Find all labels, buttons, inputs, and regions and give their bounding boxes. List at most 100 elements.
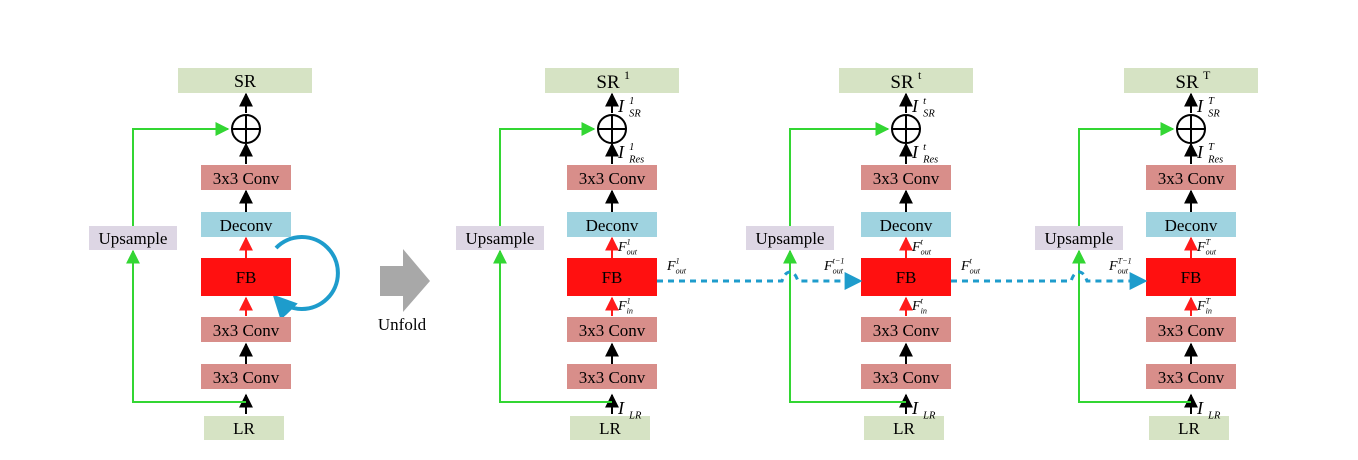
deconv-label: Deconv: [220, 216, 273, 235]
conv-mid-label: 3x3 Conv: [873, 321, 940, 340]
f-in-label-sub: in: [627, 307, 633, 316]
sr-label: SR T: [1175, 68, 1211, 93]
conv-mid-label: 3x3 Conv: [1158, 321, 1225, 340]
feedback-link-1: [657, 270, 863, 290]
unfold-arrow: Unfold: [378, 249, 430, 334]
i-res-label-base: I: [911, 142, 919, 162]
conv-mid-box: [1146, 317, 1236, 342]
i-res-label-sup: T: [1208, 142, 1215, 153]
upsample-label: Upsample: [466, 229, 535, 248]
lr-label: LR: [233, 419, 255, 438]
conv-mid-box: [567, 317, 657, 342]
unfold-arrow-icon: [380, 249, 430, 312]
f-out-label-sup: 1: [627, 238, 631, 247]
fb-box: [861, 258, 951, 296]
f-out-label-sup: t: [921, 238, 924, 247]
unfold-label: Unfold: [378, 315, 427, 334]
lr-label: LR: [893, 419, 915, 438]
conv-mid-box: [861, 317, 951, 342]
sr-text: SR: [596, 72, 620, 93]
deconv-label: Deconv: [586, 216, 639, 235]
green-lr-to-upsample: [1072, 249, 1191, 403]
green-upsample-to-add: [499, 122, 596, 226]
fb-box: [201, 258, 291, 296]
sr-sup: T: [1203, 68, 1211, 82]
conv-top-label: 3x3 Conv: [213, 169, 280, 188]
i-sr-label-base: I: [911, 96, 919, 116]
i-lr-label-base: I: [617, 398, 625, 418]
i-res-label-base: I: [617, 142, 625, 162]
link-out-label-sub: out: [970, 267, 981, 276]
sr-box: [178, 68, 312, 93]
fb-label: FB: [602, 268, 623, 287]
conv-bot-box: [201, 364, 291, 389]
lr-box: [570, 416, 650, 440]
f-out-label-base: F: [617, 240, 627, 255]
conv-bot-box: [567, 364, 657, 389]
green-lr-to-upsample: [126, 249, 246, 403]
upsample-box: [1035, 226, 1123, 250]
conv-bot-label: 3x3 Conv: [873, 368, 940, 387]
i-sr-label-sub: SR: [629, 109, 641, 120]
i-sr-label-sub: SR: [1208, 109, 1220, 120]
conv-mid-label: 3x3 Conv: [213, 321, 280, 340]
rolled-network: SR 3x3 Conv Deconv FB 3x3 Conv 3x3 Conv …: [89, 68, 340, 440]
link-in-label-sup: T−1: [1118, 257, 1132, 266]
link-out-label-base: F: [960, 259, 970, 274]
link-out-label-sup: t: [970, 257, 973, 266]
fb-label: FB: [236, 268, 257, 287]
f-out-label-sup: T: [1206, 238, 1211, 247]
i-lr-label-base: I: [911, 398, 919, 418]
link-out-label-base: F: [666, 259, 676, 274]
sr-text: SR: [890, 72, 914, 93]
f-in-label-base: F: [1196, 299, 1206, 314]
conv-bot-box: [1146, 364, 1236, 389]
f-in-label-sub: in: [1206, 307, 1212, 316]
green-upsample-to-add: [1078, 122, 1175, 226]
f-in-label-sub: in: [921, 307, 927, 316]
deconv-box: [567, 212, 657, 237]
lr-label: LR: [1178, 419, 1200, 438]
f-out-label-base: F: [911, 240, 921, 255]
conv-top-box: [201, 165, 291, 190]
sr-box: [545, 68, 679, 93]
deconv-label: Deconv: [880, 216, 933, 235]
f-in-label-base: F: [617, 299, 627, 314]
conv-top-label: 3x3 Conv: [579, 169, 646, 188]
sr-box: [839, 68, 973, 93]
link-in-label-base: F: [823, 259, 833, 274]
upsample-box: [89, 226, 177, 250]
feedback-link-2: [951, 270, 1148, 290]
i-sr-label-sub: SR: [923, 109, 935, 120]
upsample-label: Upsample: [1045, 229, 1114, 248]
link-in-label-base: F: [1108, 259, 1118, 274]
i-lr-label-base: I: [1196, 398, 1204, 418]
fb-box: [567, 258, 657, 296]
lr-box: [1149, 416, 1229, 440]
i-lr-label-sub: LR: [628, 411, 642, 422]
sr-text: SR: [1175, 72, 1199, 93]
f-in-label-base: F: [911, 299, 921, 314]
f-in-label-sup: 1: [627, 297, 631, 306]
i-lr-label-sub: LR: [1207, 411, 1221, 422]
green-lr-to-upsample: [493, 249, 612, 403]
conv-top-box: [861, 165, 951, 190]
i-sr-label-sup: 1: [629, 96, 634, 107]
fb-label: FB: [1181, 268, 1202, 287]
upsample-label: Upsample: [756, 229, 825, 248]
